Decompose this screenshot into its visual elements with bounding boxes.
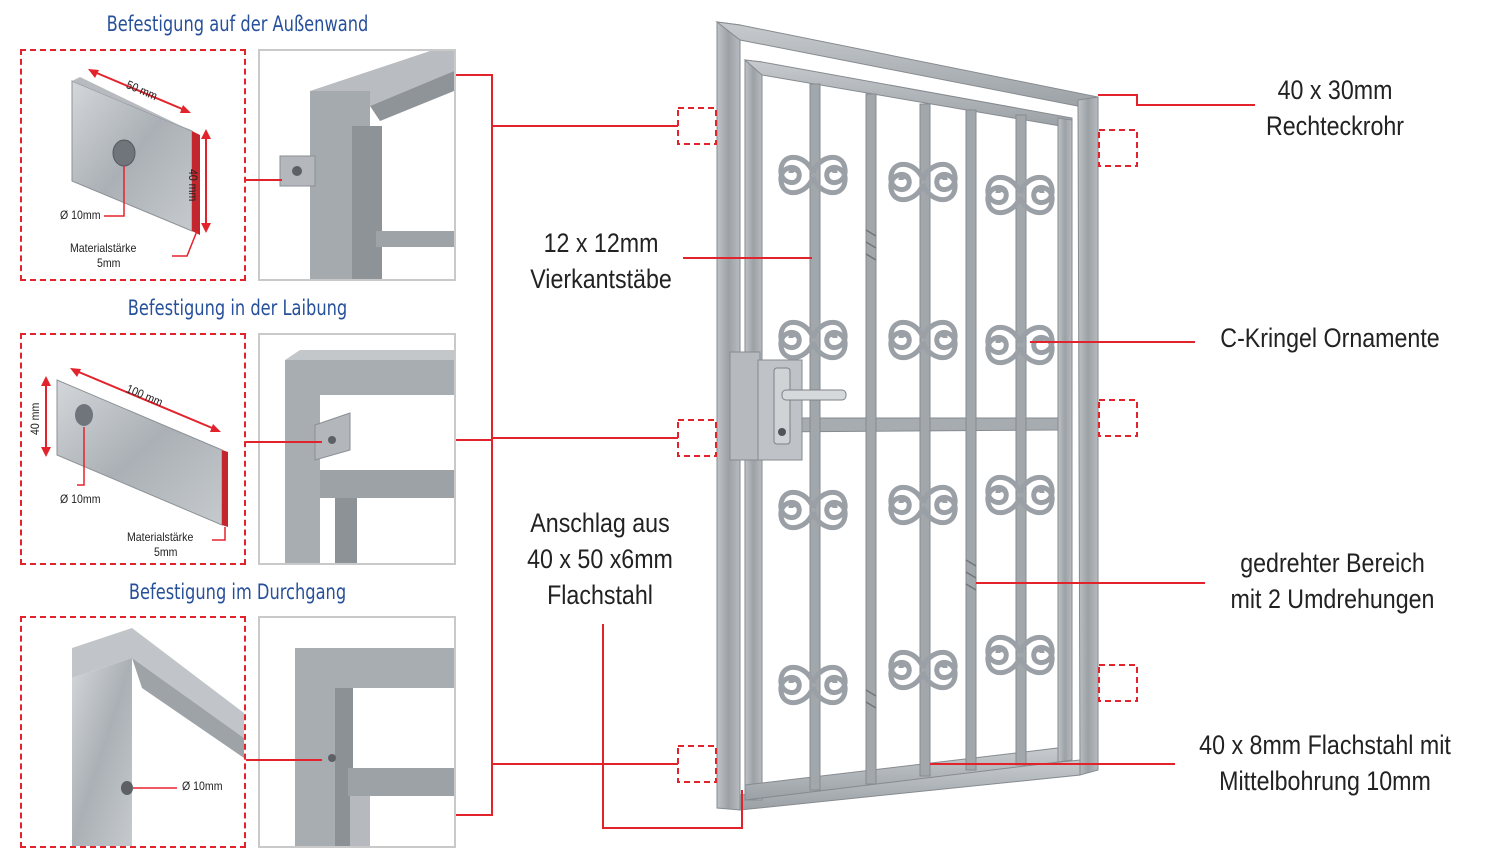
label-rechteckrohr-dim: 40 x 30mm <box>1277 75 1393 105</box>
plate-material-label: Materialstärke <box>70 241 137 255</box>
plate-illustration-100mm <box>41 368 228 541</box>
label-gedreht-2: mit 2 Umdrehungen <box>1230 584 1435 614</box>
label-vierkant-dim: 12 x 12mm <box>543 228 659 258</box>
plate2-hole-label: Ø 10mm <box>60 492 101 506</box>
outer-frame <box>715 21 1099 811</box>
photo-laibung <box>258 333 456 565</box>
frame-corner-illustration <box>72 628 244 846</box>
label-anschlag: Anschlag aus 40 x 50 x6mm Flachstahl <box>510 505 691 613</box>
label-rechteckrohr: 40 x 30mm Rechteckrohr <box>1245 72 1426 144</box>
label-flachstahl: 40 x 8mm Flachstahl mit Mittelbohrung 10… <box>1183 727 1467 799</box>
callout-lines <box>246 74 1255 829</box>
plate-drawing-durchgang: Ø 10mm <box>20 616 246 848</box>
plate3-hole-label: Ø 10mm <box>182 779 223 793</box>
plate-drawing-aussenwand: 50 mm 40 mm Ø 10mm Materialstärke 5mm <box>20 49 246 281</box>
label-gedreht-1: gedrehter Bereich <box>1240 548 1425 578</box>
label-vierkant-name: Vierkantstäbe <box>530 264 672 294</box>
plate2-material-label: Materialstärke <box>127 530 194 544</box>
plate-hole-label: Ø 10mm <box>60 208 101 222</box>
label-vierkantstaebe: 12 x 12mm Vierkantstäbe <box>511 225 692 297</box>
label-gedreht: gedrehter Bereich mit 2 Umdrehungen <box>1214 545 1451 617</box>
label-ornamente: C-Kringel Ornamente <box>1220 323 1440 353</box>
plate-drawing-laibung: 100 mm 40 mm Ø 10mm Materialstärke 5mm <box>20 333 246 565</box>
label-flachstahl-1: 40 x 8mm Flachstahl mit <box>1199 730 1451 760</box>
section-title-laibung: Befestigung in der Laibung <box>127 296 348 320</box>
gate-sash <box>729 59 1073 801</box>
photo-durchgang <box>258 616 456 848</box>
plate-material-value: 5mm <box>97 256 121 270</box>
section-title-aussenwand: Befestigung auf der Außenwand <box>106 12 369 36</box>
label-anschlag-3: Flachstahl <box>547 580 653 610</box>
label-flachstahl-2: Mittelbohrung 10mm <box>1219 766 1431 796</box>
photo-aussenwand <box>258 49 456 281</box>
section-title-durchgang: Befestigung im Durchgang <box>128 580 347 604</box>
label-rechteckrohr-name: Rechteckrohr <box>1265 111 1405 141</box>
plate-illustration-50mm <box>71 69 211 257</box>
label-anschlag-2: 40 x 50 x6mm <box>527 544 673 574</box>
label-anschlag-1: Anschlag aus <box>530 508 670 538</box>
plate2-material-value: 5mm <box>154 545 178 559</box>
